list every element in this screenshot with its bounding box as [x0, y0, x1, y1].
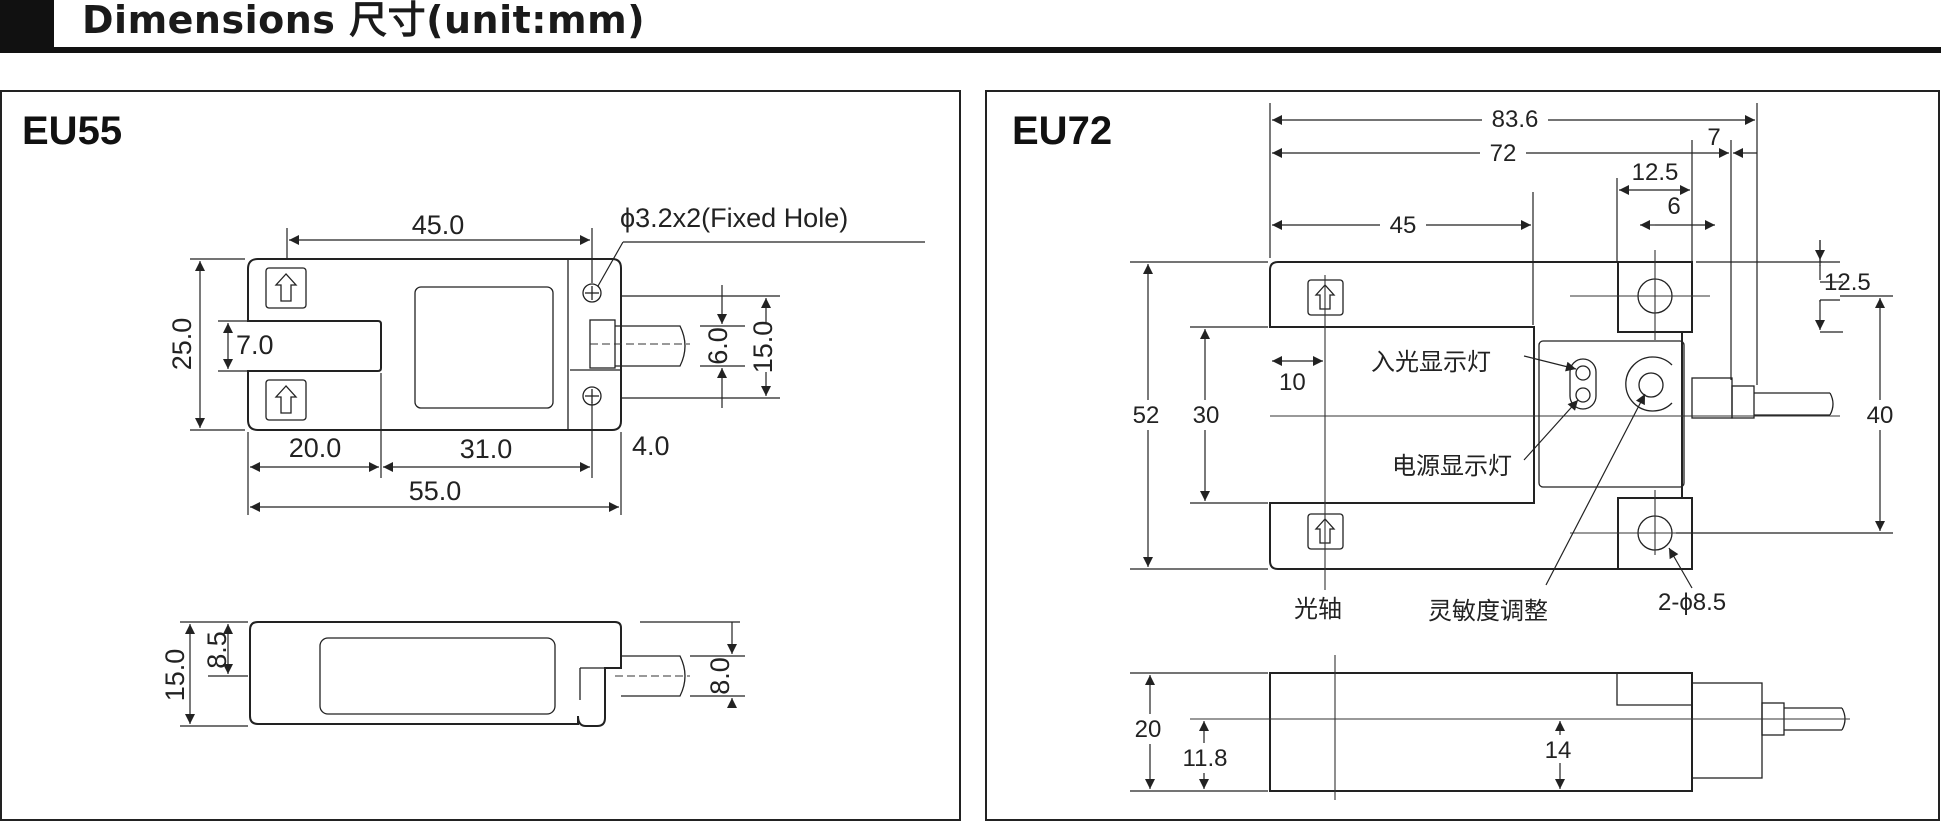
dim-fixed-hole: ϕ3.2x2(Fixed Hole)	[620, 203, 848, 233]
label-bg	[1380, 210, 1426, 240]
eu72-side-boss	[1691, 682, 1763, 779]
eu55-body-outline	[247, 258, 622, 431]
eu55-frame	[0, 90, 961, 821]
dim-axis-offset: 10	[1279, 369, 1306, 396]
label-optical-axis: 光轴	[1294, 595, 1342, 623]
dim-overall-height: 52	[1133, 402, 1160, 429]
dim-height: 25.0	[167, 318, 197, 371]
dim-spacing: 31.0	[460, 434, 513, 464]
eu72-side-step	[1616, 673, 1692, 706]
dim-slot-width: 30	[1193, 402, 1220, 429]
dim-side-offset: 11.8	[1183, 745, 1228, 772]
eu72-control-panel	[1538, 340, 1685, 488]
dim-thickness: 20	[1135, 716, 1162, 743]
eu55-sensor-window	[414, 286, 554, 409]
dim-cable-dia: 6.0	[703, 327, 733, 365]
eu72-dims: 83.6 72 7 12.5 6 45	[1124, 103, 1904, 625]
label-power-indicator: 电源显示灯	[1392, 452, 1512, 480]
eu72-cable-boss	[1691, 377, 1733, 419]
leader	[1523, 355, 1577, 372]
eu72-side-body	[1269, 672, 1693, 792]
leader	[597, 241, 624, 287]
label-bg	[1860, 400, 1904, 430]
dim-mount-holes: 2-ϕ8.5	[1658, 589, 1726, 616]
label-bg	[1482, 104, 1548, 134]
leader	[1523, 399, 1579, 461]
eu55-model-label: EU55	[22, 109, 122, 153]
page-title: Dimensions 尺寸(unit:mm)	[82, 0, 646, 42]
eu55-side-outline	[249, 621, 622, 727]
label-bg	[1124, 400, 1168, 430]
dim-side-center: 14	[1545, 737, 1572, 764]
label-light-indicator: 入光显示灯	[1371, 348, 1491, 376]
eu72-power-indicator	[1575, 387, 1591, 403]
eu55-arrow-box-top	[265, 267, 307, 309]
eu72-model-label: EU72	[1012, 109, 1112, 153]
arrow-up-icon	[274, 273, 298, 302]
eu55-panel: EU55	[0, 90, 961, 821]
eu72-cable-gland	[1731, 385, 1755, 419]
eu72-panel: EU72	[985, 90, 1940, 821]
eu55-cable	[615, 325, 686, 367]
dim-slot-width: 7.0	[236, 330, 274, 360]
dim-cable-offset: 15.0	[748, 321, 778, 374]
eu55-top-view	[247, 258, 690, 431]
eu55-side-cable	[621, 655, 686, 697]
dim-top-offset: 12.5	[1824, 269, 1871, 296]
leader	[1545, 393, 1646, 586]
eu55-side-window	[319, 637, 556, 715]
dim-led-offset: 6	[1667, 193, 1680, 220]
label-bg	[1480, 138, 1526, 168]
eu55-arrow-box-bottom	[265, 379, 307, 421]
dim-edge-offset: 4.0	[632, 431, 670, 461]
eu72-frame	[985, 90, 1940, 821]
dim-overall-length: 55.0	[409, 476, 462, 506]
cable-end	[1829, 392, 1834, 416]
eu55-side-view: 15.0 8.5 8.0	[160, 621, 745, 727]
eu55-top-dims: 45.0 ϕ3.2x2(Fixed Hole) 25.0 7.0 6.0	[167, 203, 925, 515]
dim-cable-boss: 7	[1707, 124, 1720, 151]
dim-side-step: 8.5	[202, 631, 232, 669]
leader	[1668, 547, 1693, 589]
dim-hole-spacing: 12.5	[1632, 159, 1679, 186]
dim-hole-pitch: 45.0	[412, 210, 465, 240]
header-rule	[0, 47, 1941, 53]
label-bg	[1538, 735, 1582, 763]
dim-side-thickness: 15.0	[160, 649, 190, 702]
eu72-indicator-housing	[1569, 358, 1597, 410]
label-sensitivity-adjust: 灵敏度调整	[1428, 597, 1548, 625]
eu72-side-view: 20 11.8 14	[1128, 655, 1850, 800]
header-block	[0, 0, 54, 50]
eu72-light-indicator	[1575, 365, 1591, 381]
label-bg	[1128, 714, 1172, 744]
label-bg	[1184, 400, 1228, 430]
label-bg	[1178, 743, 1232, 773]
label-bg	[752, 322, 780, 372]
eu72-dial-knob	[1638, 372, 1664, 398]
dim-side-cable: 8.0	[705, 657, 735, 695]
dim-body-length: 72	[1490, 140, 1517, 167]
dim-hole-pitch-v: 40	[1867, 402, 1894, 429]
eu55-hole-top	[582, 283, 602, 303]
dim-total-length: 83.6	[1492, 106, 1539, 133]
dim-slot-length: 45	[1390, 212, 1417, 239]
dim-slot-depth: 20.0	[289, 433, 342, 463]
eu72-sensitivity-dial	[1625, 356, 1673, 412]
eu72-top-view	[1269, 250, 1840, 590]
arrow-up-icon	[274, 385, 298, 414]
